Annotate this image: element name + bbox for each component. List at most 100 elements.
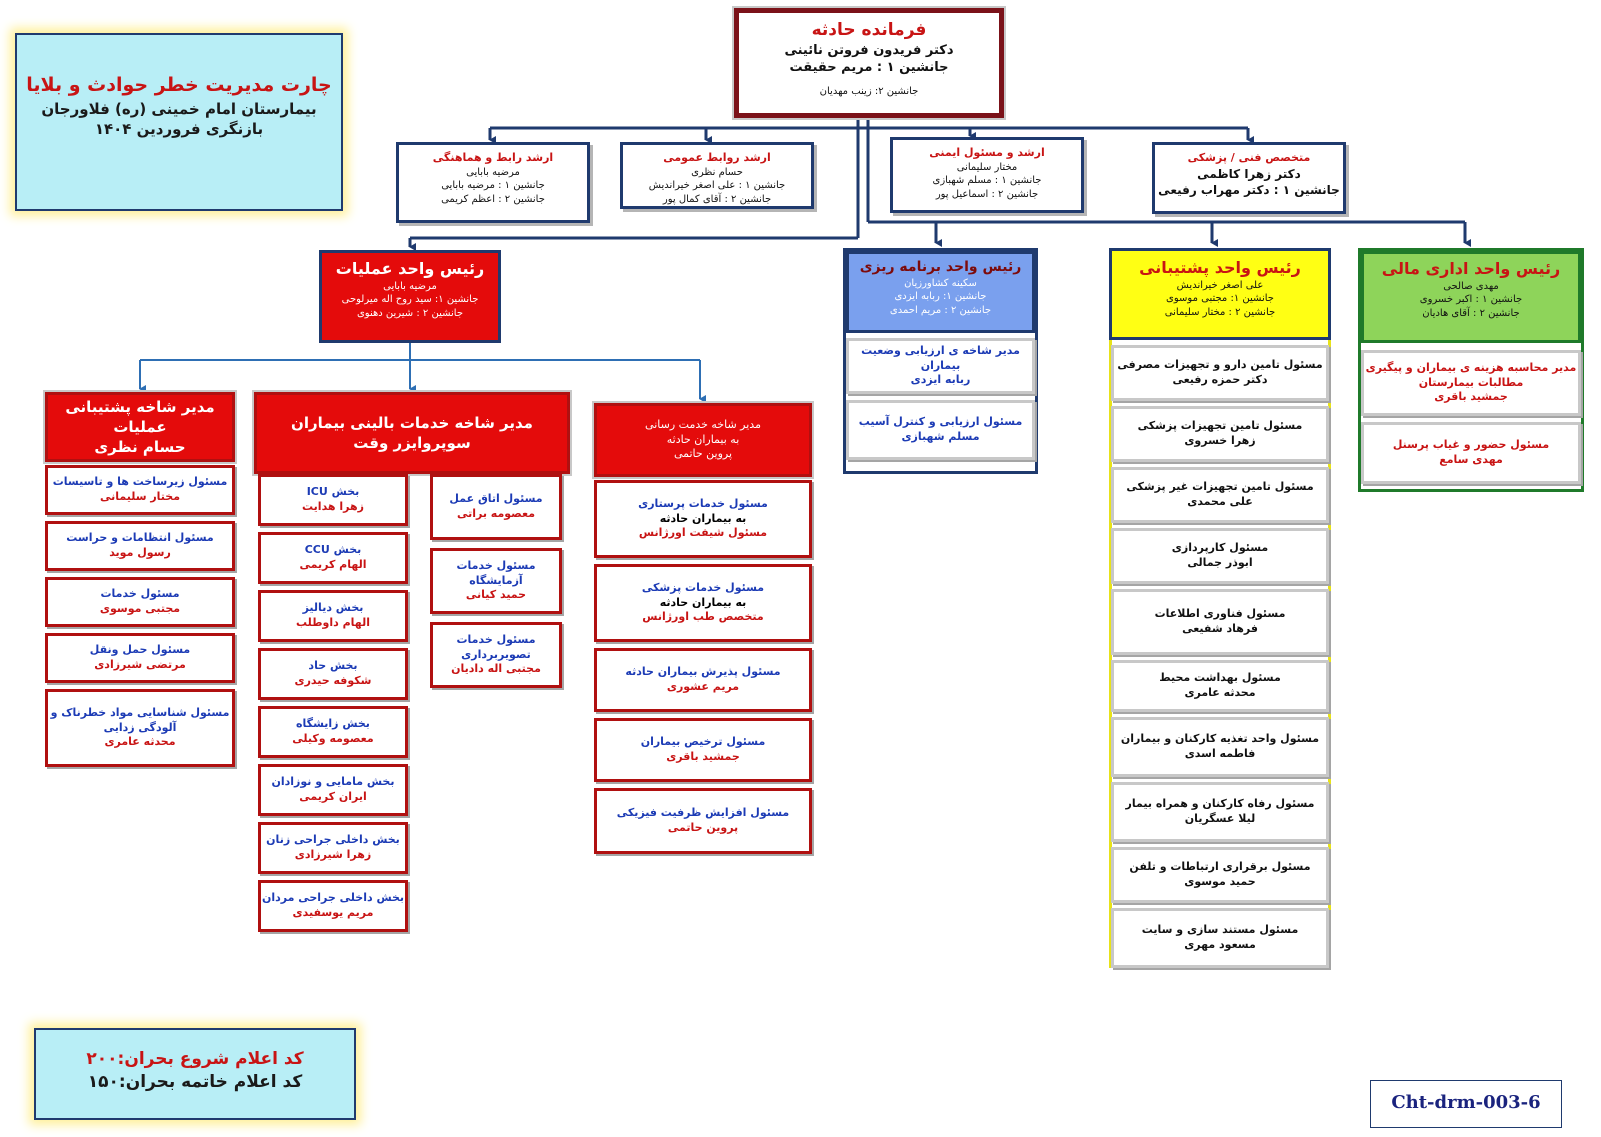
staff-box-public-relations: ارشد روابط عمومی حسام نظری جانشین ۱ : عل… [620, 142, 814, 209]
item-title: مسئول پذیرش بیماران حادثه [625, 665, 781, 679]
item-title: مسئول بهداشت محیط [1159, 671, 1281, 685]
staff-line: جانشین ۱ : مسلم شهبازی [932, 175, 1042, 187]
logistics-head-box: رئیس واحد پشتیبانی علی اصغر خیراندیش جان… [1109, 248, 1331, 340]
branch-manager: پروین حاتمی [673, 447, 733, 461]
item-line: جمشید باقری [666, 750, 740, 763]
item-title: بخش ICU [306, 485, 360, 499]
clinical-branch-head: مدیر شاخه خدمات بالینی بیماران سوپروایزر… [254, 392, 570, 474]
finance-item: مدیر محاسبه هزینه ی بیماران و پیگیری مطا… [1361, 350, 1581, 416]
commander-deputy-1: جانشین ۱ : مریم حقیقت [789, 60, 949, 76]
section-line: مرضیه بابایی [383, 280, 437, 292]
section-title: رئیس واحد اداری مالی [1381, 259, 1561, 278]
item-title: بخش CCU [304, 543, 362, 557]
commander-title: فرمانده حادثه [811, 20, 927, 40]
item-title: مسئول تامین تجهیزات غیر پزشکی [1126, 480, 1314, 494]
staff-line: جانشین ۱ : دکتر مهراب رفیعی [1158, 183, 1340, 198]
item-title: مسئول زیرساخت ها و تاسیسات [52, 475, 228, 489]
item-line: علی محمدی [1187, 495, 1253, 508]
section-line: جانشین ۲ : آقای هادیان [1422, 307, 1520, 319]
section-line: سکینه کشاورزیان [904, 277, 977, 289]
section-line: جانشین ۱: مجتبی موسوی [1166, 293, 1274, 305]
item-line: زهرا خسروی [1184, 434, 1256, 447]
planning-head-box: رئیس واحد برنامه ریزی سکینه کشاورزیان جا… [846, 251, 1035, 333]
item-line: زهرا شیرزادی [294, 848, 372, 861]
item-line: معصومه وکیلی [292, 732, 374, 745]
item-line: مریم یوسفیدی [292, 906, 374, 919]
item-line: پروین حاتمی [667, 821, 739, 834]
item-title: بخش حاد [308, 659, 358, 673]
item-title: مسئول شناسایی مواد خطرناک و آلودگی زدایی [50, 705, 230, 734]
commander-deputy-2: جانشین ۲: زینب مهدیان [819, 86, 919, 98]
staff-box-safety: ارشد و مسئول ایمنی مختار سلیمانی جانشین … [890, 137, 1084, 213]
section-line: جانشین ۲ : مریم احمدی [889, 304, 992, 316]
section-line: جانشین ۱: سید روح اله میرلوحی [341, 294, 479, 306]
item-title: مسئول ترخیص بیماران [640, 735, 766, 749]
staff-line: جانشین ۲ : اسماعیل پور [935, 188, 1039, 200]
item-line: متخصص طب اورژانس [642, 610, 764, 624]
item-title: مسئول تامین دارو و تجهیزات مصرفی [1117, 358, 1323, 372]
operations-head-box: رئیس واحد عملیات مرضیه بابایی جانشین ۱: … [319, 250, 501, 343]
staff-line: مرضیه بابایی [466, 166, 520, 178]
planning-column [843, 248, 1038, 474]
document-code: Cht-drm-003-6 [1391, 1092, 1541, 1113]
item-line: مسلم شهبازی [901, 430, 980, 443]
item-title: بخش زایشگاه [296, 717, 370, 731]
staff-line: جانشین ۱ : علی اصغر خیراندیش [648, 180, 786, 192]
document-code-box: Cht-drm-003-6 [1370, 1080, 1562, 1128]
staff-line: دکتر زهرا کاظمی [1197, 166, 1301, 181]
item-line: الهام داوطلب [296, 616, 370, 629]
item-line: به بیماران حادثه [659, 511, 747, 525]
item-line: الهام کریمی [299, 558, 367, 571]
staff-title: ارشد رابط و هماهنگی [432, 151, 554, 164]
staff-title: ارشد و مسئول ایمنی [929, 146, 1045, 159]
crisis-end-code: کد اعلام خاتمه بحران:۱۵۰ [87, 1071, 303, 1092]
revision-date: بازنگری فروردین ۱۴۰۴ [94, 119, 264, 138]
item-title: بخش دیالیز [302, 601, 364, 615]
section-line: مهدی صالحی [1443, 280, 1499, 292]
item-title: مدیر شاخه ی ارزیابی وضعیت بیماران [861, 343, 1020, 372]
item-line: مسئول شیفت اورژانس [638, 526, 768, 540]
item-title: مسئول تامین تجهیزات پزشکی [1137, 419, 1303, 433]
item-title: مسئول مستند سازی و سایت [1141, 923, 1299, 937]
item-title: مسئول رفاه کارکنان و همراه بیمار [1125, 797, 1315, 811]
item-line: مجتبی اله دادیان [451, 662, 541, 676]
branch-title: مدیر شاخه خدمت رسانی [645, 417, 761, 431]
item-line: رسول موید [109, 546, 171, 559]
section-title: رئیس واحد عملیات [335, 259, 485, 278]
finance-head-box: رئیس واحد اداری مالی مهدی صالحی جانشین ۱… [1361, 251, 1581, 343]
staff-box-liaison: ارشد رابط و هماهنگی مرضیه بابایی جانشین … [396, 142, 590, 223]
branch-title-2: به بیماران حادثه [666, 432, 740, 446]
item-line: فرهاد شفیعی [1182, 622, 1258, 635]
branch-title: مدیر شاخه خدمات بالینی بیماران [291, 413, 533, 432]
item-title: مسئول حمل ونقل [89, 643, 191, 657]
staff-line: حسام نظری [691, 166, 743, 178]
item-title: مسئول افزایش ظرفیت فیزیکی [616, 806, 790, 820]
item-title: مسئول انتظامات و حراست [66, 531, 214, 545]
branch-title: مدیر شاخه پشتیبانی عملیات [65, 397, 215, 436]
item-line: دکتر حمزه رفیعی [1172, 373, 1268, 386]
item-title: مسئول ارزیابی و کنترل آسیب [858, 415, 1023, 429]
item-line: مجتبی موسوی [99, 602, 181, 615]
section-title: رئیس واحد برنامه ریزی [859, 259, 1022, 275]
hospital-name: بیمارستان امام خمینی (ره) فلاورجان [41, 99, 317, 118]
